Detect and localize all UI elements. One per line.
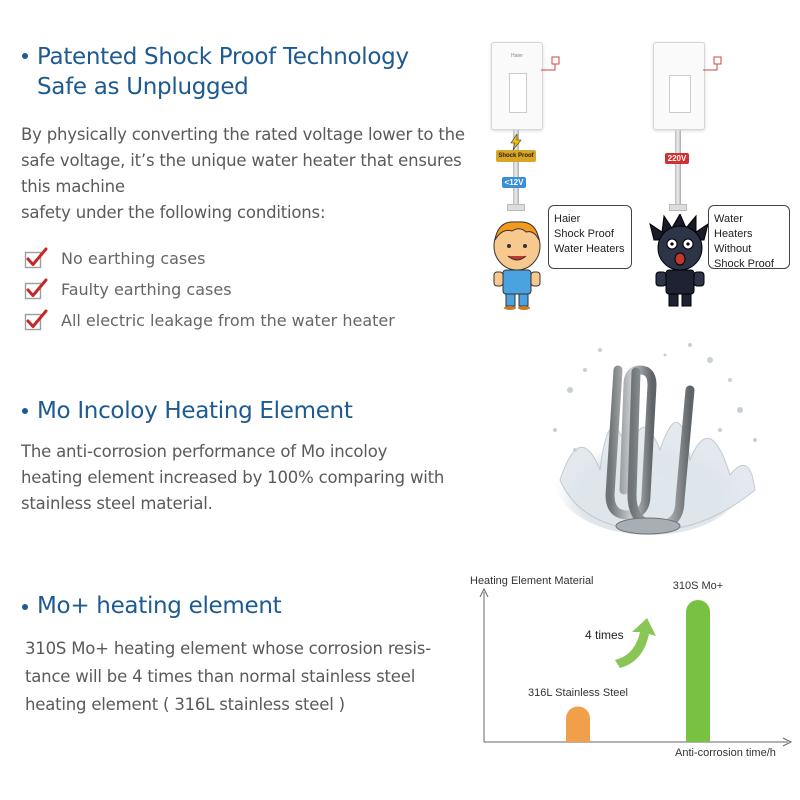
section3-paragraph-line: heating element ( 316L stainless steel ) — [25, 695, 345, 714]
happy-kid-icon — [493, 221, 541, 310]
growth-arrow-icon — [615, 618, 656, 668]
check-item: All electric leakage from the water heat… — [24, 308, 395, 332]
speech-bubble-line: Water Heaters — [554, 243, 625, 255]
pipe-left — [513, 130, 519, 205]
chart-bar — [686, 600, 710, 742]
shocked-kid-icon — [649, 214, 709, 307]
heating-element-splash-image — [553, 343, 757, 535]
heater-display — [669, 75, 691, 113]
section3-paragraph: 310S Mo+ heating element whose corrosion… — [25, 635, 475, 719]
heater-right — [653, 42, 705, 130]
section3-title: Mo+ heating element — [37, 593, 282, 619]
chart-plot — [479, 587, 793, 747]
speech-bubble-line: Water Heaters — [714, 213, 753, 240]
heater-display — [509, 73, 527, 113]
speech-bubble-right: Water Heaters Without Shock Proof — [708, 205, 790, 270]
section3-bullet — [22, 604, 28, 610]
high-voltage-tag: 220V — [665, 153, 689, 164]
section1-paragraph-line: safety under the following conditions: — [21, 203, 326, 222]
x-axis-label: Anti-corrosion time/h — [675, 747, 776, 759]
wire-plug-icon — [541, 56, 560, 71]
speech-bubble-line: Haier — [554, 213, 581, 225]
chart-bar — [566, 706, 590, 742]
shock-proof-illustration: Haier Shock Proof <12V Haier Shock Proof… — [486, 38, 792, 313]
section1-title-line2: Safe as Unplugged — [37, 74, 249, 100]
shock-proof-badge: Shock Proof — [496, 150, 536, 162]
speech-bubble-line: Without — [714, 243, 752, 255]
check-item-label: No earthing cases — [61, 248, 206, 268]
section1-bullet — [22, 53, 28, 59]
check-item-label: All electric leakage from the water heat… — [61, 310, 395, 330]
section2-paragraph-line: The anti-corrosion performance of Mo inc… — [21, 442, 388, 461]
section1-paragraph-line: this machine — [21, 177, 125, 196]
heater-left: Haier — [491, 42, 543, 130]
section2-paragraph: The anti-corrosion performance of Mo inc… — [21, 439, 481, 517]
section1-paragraph: By physically converting the rated volta… — [21, 122, 481, 226]
section2-paragraph-line: heating element increased by 100% compar… — [21, 468, 445, 487]
check-item: Faulty earthing cases — [24, 277, 232, 301]
checkmark-icon — [24, 278, 48, 300]
check-item: No earthing cases — [24, 246, 205, 270]
lightning-icon — [510, 134, 522, 150]
speech-bubble-line: Shock Proof — [554, 228, 614, 240]
shower-head-right — [669, 204, 687, 211]
checkmark-icon — [24, 247, 48, 269]
wire-plug-icon — [703, 56, 722, 71]
shower-head-left — [507, 204, 525, 211]
check-item-label: Faulty earthing cases — [61, 279, 232, 299]
checkmark-icon — [24, 309, 48, 331]
section2-title: Mo Incoloy Heating Element — [37, 398, 353, 424]
section1-title-line1: Patented Shock Proof Technology — [37, 44, 409, 70]
y-axis-arrow — [479, 587, 489, 598]
bar-category-label: 310S Mo+ — [672, 580, 724, 592]
speech-bubble-left: Haier Shock Proof Water Heaters — [548, 205, 632, 269]
corrosion-chart: Heating Element Material Anti-corrosion … — [460, 570, 795, 770]
section2-paragraph-line: stainless steel material. — [21, 494, 213, 513]
low-voltage-tag: <12V — [502, 177, 526, 188]
section2-bullet — [22, 408, 28, 414]
pipe-right — [675, 130, 681, 205]
section3-paragraph-line: tance will be 4 times than normal stainl… — [25, 667, 416, 686]
y-axis-label: Heating Element Material — [470, 575, 594, 587]
section1-paragraph-line: safe voltage, it’s the unique water heat… — [21, 151, 462, 170]
annotation-label: 4 times — [585, 628, 624, 642]
section1-paragraph-line: By physically converting the rated volta… — [21, 125, 465, 144]
heater-brand-label: Haier — [511, 53, 523, 59]
section3-paragraph-line: 310S Mo+ heating element whose corrosion… — [25, 639, 431, 658]
speech-bubble-line: Shock Proof — [714, 258, 774, 270]
bar-category-label: 316L Stainless Steel — [528, 686, 628, 699]
x-axis-arrow — [782, 737, 793, 747]
